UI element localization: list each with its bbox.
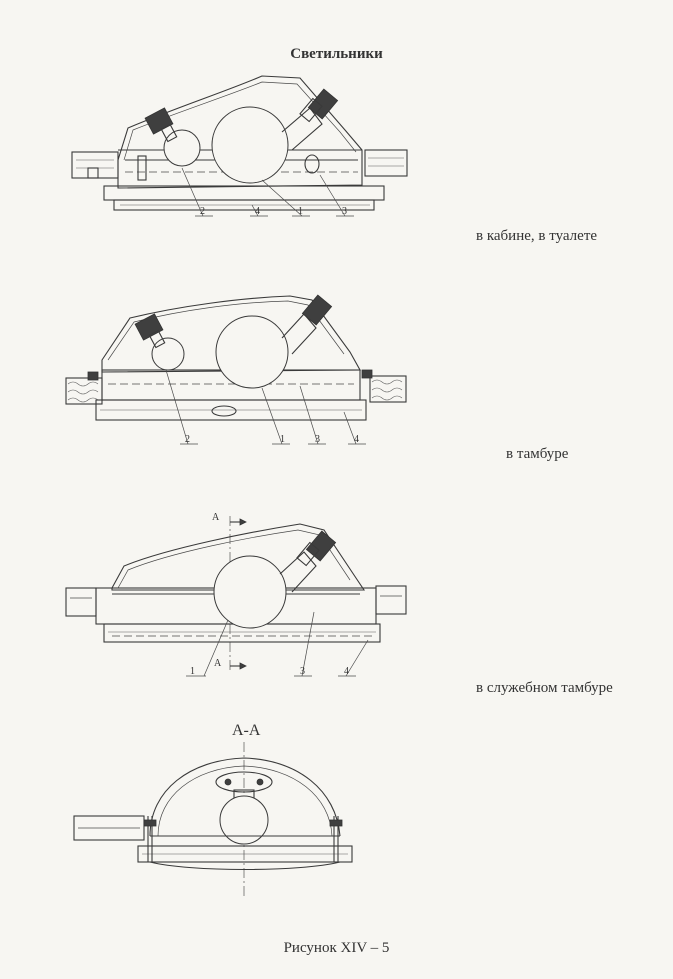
callout-d2-2: 2 [185, 434, 190, 445]
callout-d1-3: 3 [342, 206, 347, 217]
caption-cabin: в кабине, в туалете [476, 228, 598, 244]
callout-d2-4: 4 [354, 434, 359, 445]
callout-d3-1: 1 [190, 666, 195, 677]
drawing-service-vestibule: А А 1 [65, 512, 407, 677]
page-title: Светильники [290, 46, 383, 62]
section-mark-bottom: А [214, 658, 222, 669]
callout-d2-3: 3 [315, 434, 320, 445]
callout-d3-4: 4 [344, 666, 349, 677]
section-title: А-А [232, 722, 261, 739]
callout-d2-1: 1 [280, 434, 285, 445]
section-mark-top: А [212, 512, 220, 523]
caption-vestibule: в тамбуре [506, 446, 569, 462]
callout-d3-3: 3 [300, 666, 305, 677]
caption-service-vestibule: в служебном тамбуре [476, 680, 613, 696]
drawing-vestibule: 2 1 3 4 [65, 294, 407, 445]
drawing-cabin: 2 4 1 3 [71, 75, 408, 217]
figure-caption: Рисунок XIV – 5 [283, 940, 390, 956]
callout-d1-4: 4 [255, 206, 260, 217]
drawing-section-aa [73, 742, 353, 896]
callout-d1-2: 2 [200, 206, 205, 217]
callout-d1-1: 1 [298, 206, 303, 217]
